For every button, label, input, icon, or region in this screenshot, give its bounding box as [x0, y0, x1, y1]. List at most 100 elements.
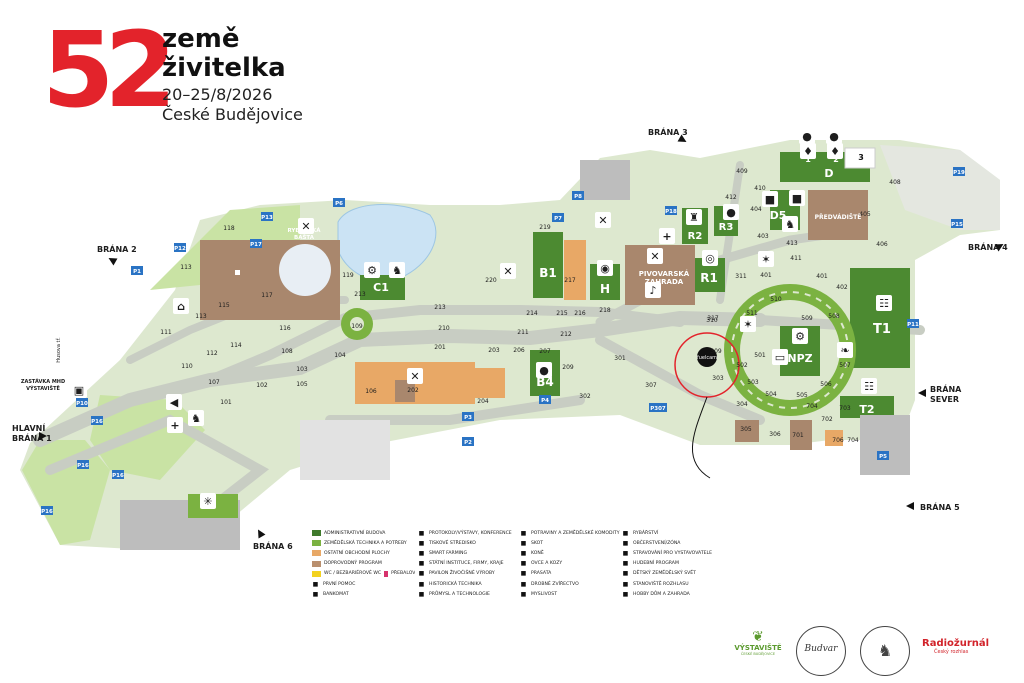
parking-label: P3 — [464, 415, 472, 421]
area-number: 105 — [296, 381, 308, 388]
wine-icon-bg — [686, 209, 702, 225]
area-number: 703 — [839, 405, 851, 412]
area-number: 215 — [556, 310, 568, 317]
gate-label: BRÁNA 4 — [968, 241, 1008, 252]
parking-label: P16 — [112, 473, 124, 479]
plate-icon: ◉ — [600, 262, 610, 275]
legend-column-4: ■RYBÁŘSTVÍ■OBČERSTVENÍ/ZÓNA■STRAVOVÁNÍ P… — [622, 528, 725, 599]
parking-sign — [951, 219, 963, 228]
area-number: 218 — [599, 307, 611, 314]
horse-icon: ■ — [520, 549, 527, 557]
area-number: 210 — [438, 325, 450, 332]
area-number: 510 — [770, 296, 782, 303]
press-icon: ■ — [418, 539, 425, 547]
legend-swatch — [312, 530, 321, 537]
parking-label: P11 — [907, 322, 919, 328]
area-number: 301 — [614, 355, 626, 362]
area-number: 317 — [707, 315, 719, 322]
predvadiste — [808, 190, 868, 240]
parking-label: P6 — [335, 201, 343, 207]
vystaviste-logo: ❦ VÝSTAVIŠTĚ ČESKÉ BUDĚJOVICE — [732, 630, 784, 656]
area-number: 213 — [434, 304, 446, 311]
parking-sign — [76, 398, 88, 407]
area-number: 211 — [517, 329, 529, 336]
legend-label: PRASATA — [531, 571, 552, 577]
area-number: 118 — [223, 225, 235, 232]
area-number: 104 — [334, 352, 346, 359]
parking-sign — [907, 319, 919, 328]
area-number: 119 — [342, 272, 354, 279]
legend-item: ■PRŮMYSL A TECHNOLOGIE — [418, 589, 521, 599]
legend-label: WC / BEZBARIÉROVÉ WC — [324, 571, 382, 577]
legend-item: ■STÁTNÍ INSTITUCE, FIRMY, KRAJE — [418, 559, 521, 569]
parking-sign — [333, 198, 345, 207]
area-number: 217 — [564, 277, 576, 284]
hall-b1 — [533, 232, 563, 298]
legend-item: ■OVCE A KOZY — [520, 559, 623, 569]
area-number: 507 — [839, 362, 851, 369]
legend-label: DOPROVODNÝ PROGRAM — [324, 561, 382, 567]
area-number: 204 — [477, 398, 489, 405]
area-number: 511 — [746, 310, 758, 317]
legend-label: PRŮMYSL A TECHNOLOGIE — [429, 591, 490, 597]
apple-icon: ● — [539, 364, 549, 377]
area-number: 506 — [820, 381, 832, 388]
legend-item: ■KONĚ — [520, 548, 623, 558]
title-line-2: živitelka — [162, 53, 286, 83]
gate-label: BRÁNA 2 — [97, 243, 137, 254]
rybarska-basta-label: BAŠTA — [294, 234, 315, 241]
legend-swatch — [312, 560, 321, 567]
legend-label: MYSLIVOST — [531, 591, 557, 597]
parking-label: P17 — [250, 242, 262, 248]
legend-label: BANKOMAT — [323, 591, 349, 597]
wine-icon: ♜ — [689, 211, 699, 224]
area-number: 306 — [769, 431, 781, 438]
cutlery-icon-bg — [500, 263, 516, 279]
predvadiste-label: PŘEDVÁDIŠTĚ — [815, 213, 862, 221]
hall-label: R3 — [719, 222, 734, 233]
area-number: 405 — [859, 211, 871, 218]
pig-icon: ● — [802, 130, 812, 143]
legend-label: HOBBY DŮM A ZAHRADA — [633, 591, 690, 597]
building-gray-4 — [300, 420, 390, 480]
title-line-1: země — [162, 24, 240, 54]
area-number: 216 — [574, 310, 586, 317]
gate-label: BRÁNA 1 — [12, 432, 52, 443]
svg-text:fuelcam: fuelcam — [697, 355, 717, 361]
area-number: 410 — [754, 185, 766, 192]
hall-label: B4 — [536, 375, 554, 389]
hall-label: NPZ — [787, 352, 812, 365]
legend-label: DROBNÉ ZVÍŘECTVO — [531, 581, 579, 587]
hen-icon-bg — [827, 143, 843, 159]
sheep-icon: ● — [726, 206, 736, 219]
leaf-icon: ❦ — [752, 629, 764, 645]
parking-label: P4 — [541, 398, 549, 404]
area-number: 701 — [792, 432, 804, 439]
legend-item: ■HISTORICKÁ TECHNIKA — [418, 579, 521, 589]
apple-icon: ■ — [520, 529, 527, 537]
legend-label: SMART FARMING — [429, 550, 468, 556]
hall-label: T1 — [873, 322, 891, 337]
area-305 — [735, 420, 759, 442]
legend-item: ■PAVILON ŽIVOČIŠNÉ VÝROBY — [418, 569, 521, 579]
fuelcam-marker: fuelcam — [674, 332, 740, 479]
legend-label: HUDEBNÍ PROGRAM — [633, 561, 679, 567]
area-number: 114 — [230, 342, 242, 349]
plate-icon-bg — [597, 260, 613, 276]
parking-label: P15 — [951, 222, 963, 228]
parking-label: P19 — [953, 170, 965, 176]
legend-label: PROTOKOLY/VÝSTAVY, KONFERENCE — [429, 530, 512, 536]
house-icon: ■ — [622, 590, 629, 598]
gate-label: BRÁNA 6 — [253, 540, 293, 551]
legend-item: ■SKOT — [520, 538, 623, 548]
parking-sign — [462, 412, 474, 421]
area-number: 402 — [836, 284, 848, 291]
area-number: 413 — [786, 240, 798, 247]
parking-label: P16 — [41, 509, 53, 515]
hen-icon-bg — [800, 143, 816, 159]
pig-icon: ● — [829, 130, 839, 143]
legend-label: HISTORICKÁ TECHNIKA — [429, 581, 482, 587]
area-number: 404 — [750, 206, 762, 213]
horse-toy-icon: ♞ — [191, 412, 201, 425]
